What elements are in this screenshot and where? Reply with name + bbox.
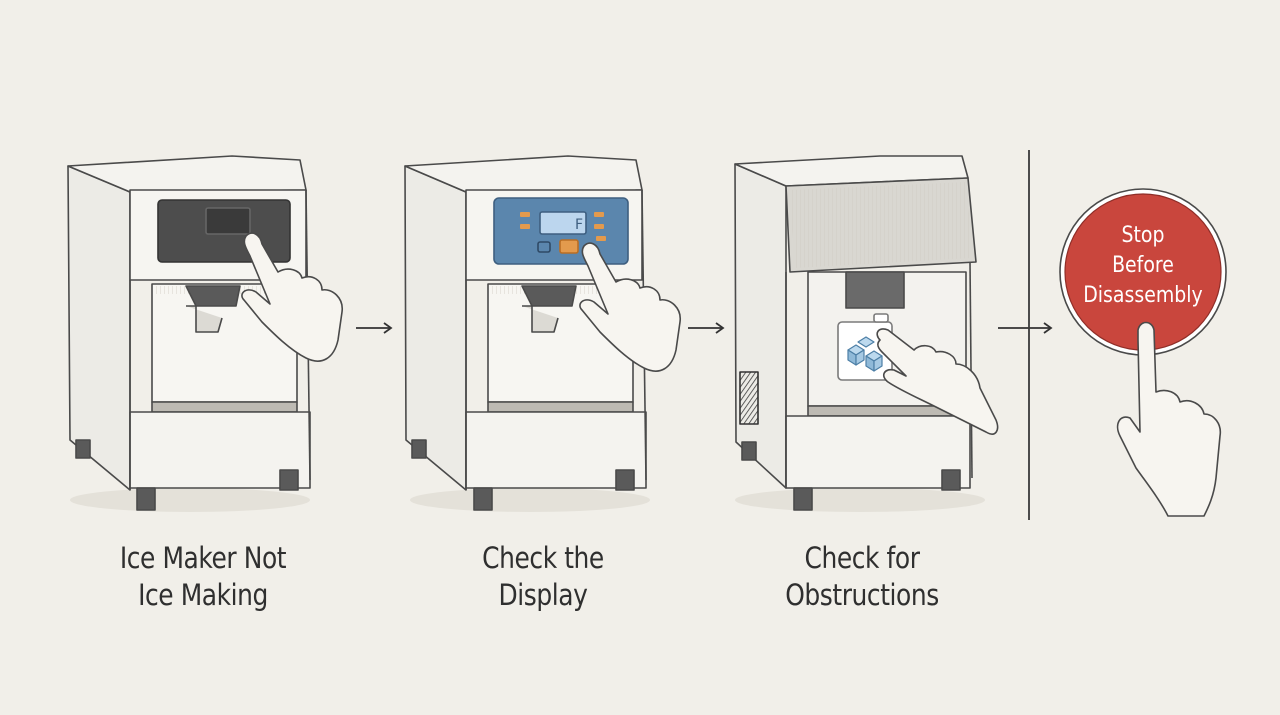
caption-line: Ice Maker Not bbox=[119, 541, 287, 575]
stop-line: Stop bbox=[1121, 223, 1165, 248]
step-caption-2: Check the Display bbox=[448, 540, 637, 614]
caption-line: Obstructions bbox=[785, 578, 939, 612]
display-readout: F bbox=[575, 217, 583, 233]
stop-badge bbox=[1059, 188, 1227, 356]
caption-line: Display bbox=[498, 578, 588, 612]
pointing-hand-1 bbox=[241, 232, 343, 362]
stop-badge-text: Stop Before Disassembly bbox=[1079, 221, 1208, 311]
arrow-3 bbox=[998, 322, 1053, 334]
ice-cubes-icon bbox=[847, 336, 883, 372]
caption-line: Ice Making bbox=[138, 578, 268, 612]
stop-line: Disassembly bbox=[1083, 283, 1203, 308]
pointing-hand-4 bbox=[1116, 321, 1222, 517]
caption-line: Check the bbox=[482, 541, 604, 575]
arrow-2 bbox=[688, 322, 725, 334]
caption-line: Check for bbox=[804, 541, 920, 575]
ice-maker-illustration-3 bbox=[734, 155, 985, 512]
step-caption-3: Check for Obstructions bbox=[759, 540, 965, 614]
arrow-1 bbox=[356, 322, 393, 334]
pointing-hand-2 bbox=[579, 242, 681, 372]
step-caption-1: Ice Maker Not Ice Making bbox=[108, 540, 297, 614]
pointing-hand-3 bbox=[876, 328, 999, 435]
stop-line: Before bbox=[1112, 253, 1174, 278]
